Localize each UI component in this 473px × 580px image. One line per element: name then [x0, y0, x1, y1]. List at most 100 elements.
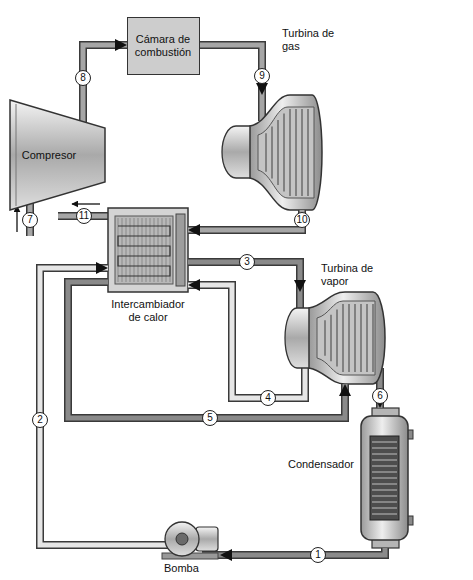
condenser-tube — [372, 441, 397, 443]
pipe-casing — [200, 45, 262, 95]
state-number: 8 — [75, 70, 91, 86]
turbine-blade — [277, 120, 278, 185]
component-label: Turbina de vapor — [321, 262, 381, 288]
exchanger-fin — [146, 218, 147, 282]
state-number: 6 — [372, 388, 388, 404]
condenser-tube — [372, 489, 397, 491]
condenser-tube — [372, 507, 397, 509]
turbine-blade — [324, 320, 325, 356]
turbine-rotor — [317, 301, 375, 375]
turbine-blade — [289, 109, 290, 196]
component-label: Condensador — [284, 458, 354, 471]
compressor: Compresor — [10, 100, 105, 210]
gas-turbine: Turbina de gas — [222, 95, 322, 210]
pipe-core — [40, 268, 160, 545]
state-number: 1 — [310, 547, 326, 563]
component-label: Cámara de combustión — [128, 18, 198, 73]
pipe — [68, 282, 345, 418]
pipe — [188, 210, 302, 230]
node-outline — [285, 292, 385, 384]
combustion-chamber: Cámara de combustión — [127, 17, 200, 75]
pipe-core — [188, 210, 302, 230]
exchanger-header — [176, 214, 185, 286]
exchanger-fin — [122, 218, 123, 282]
condenser-tube — [372, 465, 397, 467]
pump: Bomba — [160, 515, 220, 560]
pipe-casing — [68, 282, 345, 418]
pipe — [200, 45, 262, 95]
pipe-casing — [188, 210, 302, 230]
exchanger-coil — [118, 226, 170, 276]
node-outline — [222, 95, 322, 210]
heat-exchanger: Intercambiador de calor — [108, 208, 188, 292]
node-outline — [358, 408, 413, 548]
turbine-blade — [330, 315, 331, 361]
pump-eye — [176, 533, 188, 545]
exchanger-fin — [118, 218, 119, 282]
compressor-body — [10, 100, 105, 210]
condenser-tube — [372, 453, 397, 455]
turbine-blade — [366, 304, 367, 372]
turbine-casing — [250, 95, 322, 210]
turbine-blade — [295, 109, 296, 196]
state-number: 4 — [260, 390, 276, 406]
component-label: Turbina de gas — [282, 27, 337, 53]
steam-turbine: Turbina de vapor — [285, 292, 385, 384]
condenser-shell — [361, 416, 408, 540]
turbine-blade — [307, 109, 308, 196]
exchanger-fin — [126, 218, 127, 282]
pipe-core — [220, 548, 385, 555]
state-number: 2 — [32, 412, 48, 428]
turbine-blade — [271, 127, 272, 179]
condenser: Condensador — [358, 408, 413, 548]
compressor-edge — [16, 104, 17, 206]
turbine-blade — [336, 309, 337, 366]
turbine-blade — [372, 304, 373, 372]
condenser-tube — [372, 471, 397, 473]
condenser-tube — [372, 483, 397, 485]
exchanger-fin — [142, 218, 143, 282]
pump-volute — [165, 522, 199, 556]
turbine-blade — [265, 133, 266, 172]
condenser-tube — [372, 459, 397, 461]
pipe-core — [200, 45, 262, 95]
pipe — [188, 285, 305, 398]
node-outline — [108, 208, 188, 292]
exchanger-fin — [138, 218, 139, 282]
pipe — [40, 268, 160, 545]
exchanger-fin — [150, 218, 151, 282]
turbine-blade — [360, 304, 361, 372]
exchanger-fin — [162, 218, 163, 282]
exchanger-casing — [108, 208, 188, 292]
exchanger-fin — [158, 218, 159, 282]
exchanger-fin — [154, 218, 155, 282]
exchanger-fin — [134, 218, 135, 282]
turbine-blade — [301, 109, 302, 196]
state-number: 3 — [239, 254, 255, 270]
state-number: 5 — [202, 410, 218, 426]
condenser-tube — [372, 447, 397, 449]
flow-arrow — [72, 203, 100, 204]
component-label: Bomba — [164, 562, 214, 575]
state-number: 10 — [294, 212, 310, 228]
condenser-tube — [372, 501, 397, 503]
turbine-cap — [222, 126, 252, 178]
pipe-casing — [40, 268, 160, 545]
exchanger-fin — [166, 218, 167, 282]
node-outline — [160, 515, 220, 560]
turbine-rotor — [258, 107, 314, 198]
state-number: 11 — [76, 208, 92, 224]
condenser-window — [370, 436, 399, 520]
turbine-blade — [354, 304, 355, 372]
flow-arrow — [16, 206, 17, 232]
exchanger-fin — [130, 218, 131, 282]
state-number: 7 — [22, 212, 38, 228]
pipe-core — [188, 285, 305, 398]
component-label: Intercambiador de calor — [104, 298, 192, 324]
pipe-casing — [220, 548, 385, 555]
pipe — [220, 548, 385, 555]
